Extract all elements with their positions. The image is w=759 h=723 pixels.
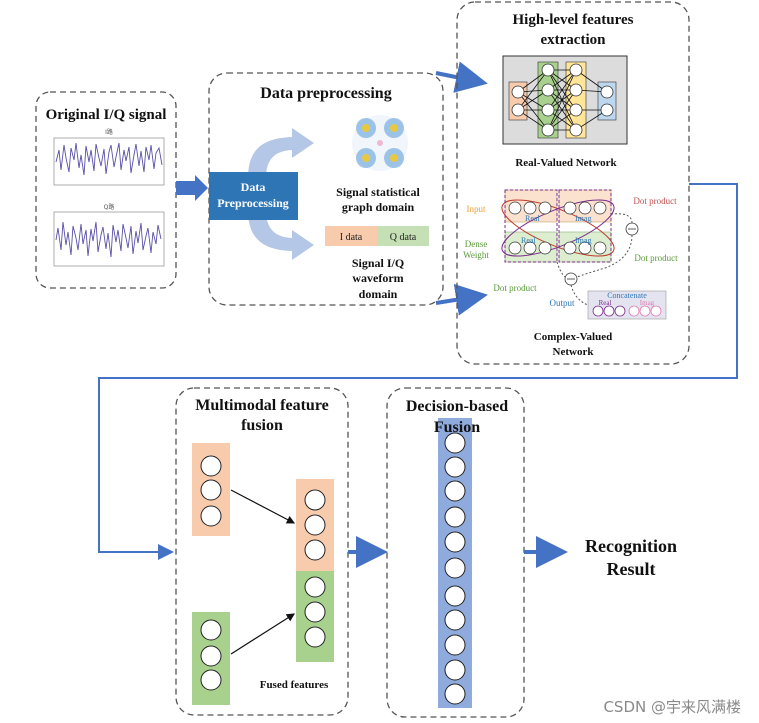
complex-network-label-1: Complex-Valued	[534, 331, 612, 343]
cv-output-label: Output	[549, 298, 575, 308]
q-plot-title: Q路	[104, 203, 115, 211]
cv-real-bottom-label: Real	[521, 236, 536, 245]
fusion-arrow-top	[230, 489, 296, 524]
i-plot-title: I路	[105, 128, 113, 136]
fusion-input-orange	[192, 443, 230, 536]
waveform-domain-label-1: Signal I/Q	[352, 256, 404, 270]
cv-concat-imag-label: Imag	[640, 299, 655, 307]
arrow-original-to-preprocessing	[176, 175, 208, 201]
curved-arrow-up	[248, 128, 314, 178]
fusion-title-1: Multimodal feature	[195, 397, 328, 414]
real-valued-network-label: Real-Valued Network	[515, 157, 617, 169]
curved-arrow-down	[248, 210, 314, 260]
waveform-domain-label-3: domain	[359, 287, 398, 301]
recognition-result-1: Recognition	[585, 536, 677, 556]
cv-dense-label-1: Dense	[465, 239, 488, 249]
fusion-input-green	[192, 612, 230, 705]
cv-dot-product-top: Dot product	[633, 196, 677, 206]
complex-network-label-2: Network	[553, 346, 595, 358]
recognition-result-2: Result	[607, 559, 656, 579]
features-panel	[456, 1, 690, 365]
data-preprocessing-label-2: Preprocessing	[217, 196, 289, 210]
data-preprocessing-box	[209, 172, 298, 220]
original-signal-title: Original I/Q signal	[46, 107, 167, 123]
fusion-arrow-bottom	[230, 613, 296, 655]
waveform-domain-label-2: waveform	[352, 271, 403, 285]
cv-input-label: Input	[467, 204, 486, 214]
fusion-panel	[175, 387, 349, 716]
i-data-label: I data	[340, 232, 363, 243]
arrow-preprocessing-to-real-network	[435, 61, 488, 93]
cv-imag-top-label: Imag	[575, 214, 591, 223]
fused-features-stack	[296, 479, 334, 662]
decision-title-1: Decision-based	[406, 398, 508, 415]
preprocessing-title: Data preprocessing	[260, 85, 391, 102]
cv-dot-product-left: Dot product	[493, 283, 537, 293]
graph-domain-label-2: graph domain	[342, 200, 415, 214]
connector-features-to-fusion	[98, 183, 738, 560]
q-data-label: Q data	[390, 232, 417, 243]
cv-imag-bottom-label: Imag	[575, 236, 591, 245]
complex-valued-network-graphic	[501, 189, 667, 320]
data-preprocessing-label-1: Data	[241, 180, 266, 194]
q-data-box	[377, 226, 429, 246]
real-valued-network-graphic	[502, 55, 628, 145]
fused-features-label: Fused features	[260, 679, 329, 691]
q-signal-plot: Q路	[53, 203, 165, 267]
cv-concatenate-label: Concatenate	[607, 291, 647, 300]
decision-title-2: Fusion	[434, 419, 480, 436]
watermark: CSDN @宇来风满楼	[603, 698, 741, 716]
cv-dot-product-right: Dot product	[634, 253, 678, 263]
features-title-1: High-level features	[513, 12, 634, 28]
features-title-2: extraction	[541, 32, 607, 48]
cv-real-top-label: Real	[525, 214, 540, 223]
i-data-box	[325, 226, 377, 246]
i-signal-plot: I路	[53, 128, 165, 186]
graph-domain-label-1: Signal statistical	[336, 185, 420, 199]
arrow-preprocessing-to-complex-network	[435, 283, 488, 316]
decision-neurons	[444, 432, 466, 705]
fusion-title-2: fusion	[241, 417, 283, 434]
cv-dense-label-2: Weight	[463, 250, 489, 260]
constellation-graph	[352, 115, 408, 171]
cv-concat-real-label: Real	[599, 299, 612, 307]
original-signal-panel	[35, 91, 177, 289]
